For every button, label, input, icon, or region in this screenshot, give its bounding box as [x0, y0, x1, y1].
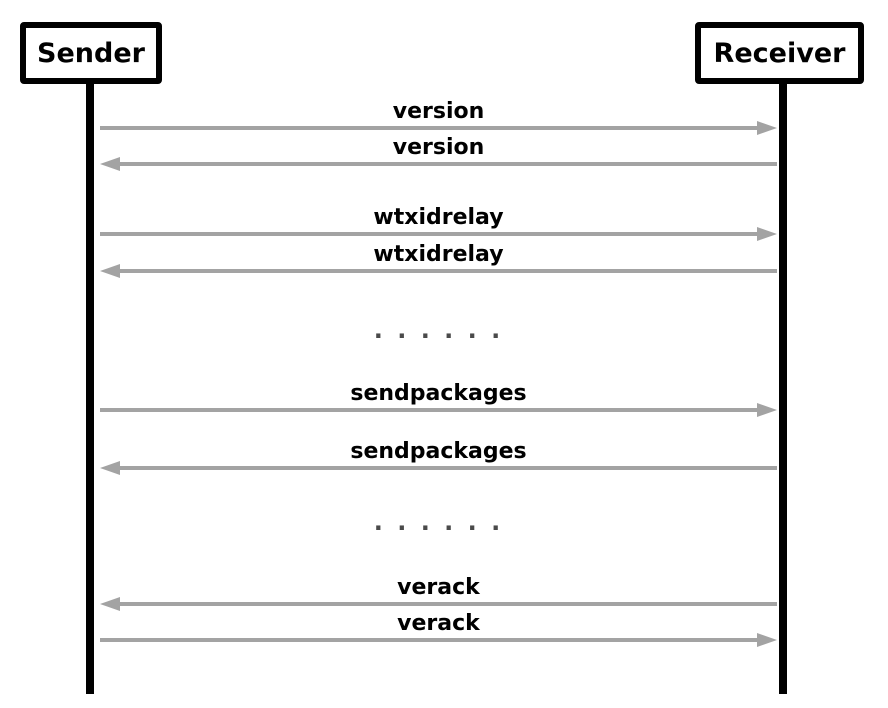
actor-box-sender: Sender [20, 22, 162, 84]
message-label: wtxidrelay [373, 204, 504, 230]
message-label: wtxidrelay [373, 241, 504, 267]
actor-receiver-label: Receiver [713, 37, 846, 69]
arrowhead-left-icon [100, 157, 120, 171]
arrowhead-right-icon [757, 227, 777, 241]
arrowhead-right-icon [757, 633, 777, 647]
sender-lifeline [86, 82, 94, 694]
message-label: verack [397, 574, 480, 600]
message-label: sendpackages [350, 438, 527, 464]
message-arrow-line [100, 232, 760, 236]
arrowhead-left-icon [100, 264, 120, 278]
message-arrow-line [117, 602, 777, 606]
message-arrow-line [100, 408, 760, 412]
arrowhead-right-icon [757, 121, 777, 135]
message-label: sendpackages [350, 380, 527, 406]
arrowhead-left-icon [100, 461, 120, 475]
receiver-lifeline [779, 82, 787, 694]
message-arrow-line [117, 162, 777, 166]
message-arrow-line [100, 126, 760, 130]
message-label: verack [397, 610, 480, 636]
ellipsis-label: . . . . . . [373, 316, 504, 344]
arrowhead-right-icon [757, 403, 777, 417]
message-arrow-line [117, 466, 777, 470]
actor-box-receiver: Receiver [695, 22, 864, 84]
ellipsis-label: . . . . . . [373, 508, 504, 536]
message-arrow-line [117, 269, 777, 273]
message-label: version [392, 98, 485, 124]
message-label: version [392, 134, 485, 160]
arrowhead-left-icon [100, 597, 120, 611]
message-arrow-line [100, 638, 760, 642]
actor-sender-label: Sender [37, 37, 145, 69]
